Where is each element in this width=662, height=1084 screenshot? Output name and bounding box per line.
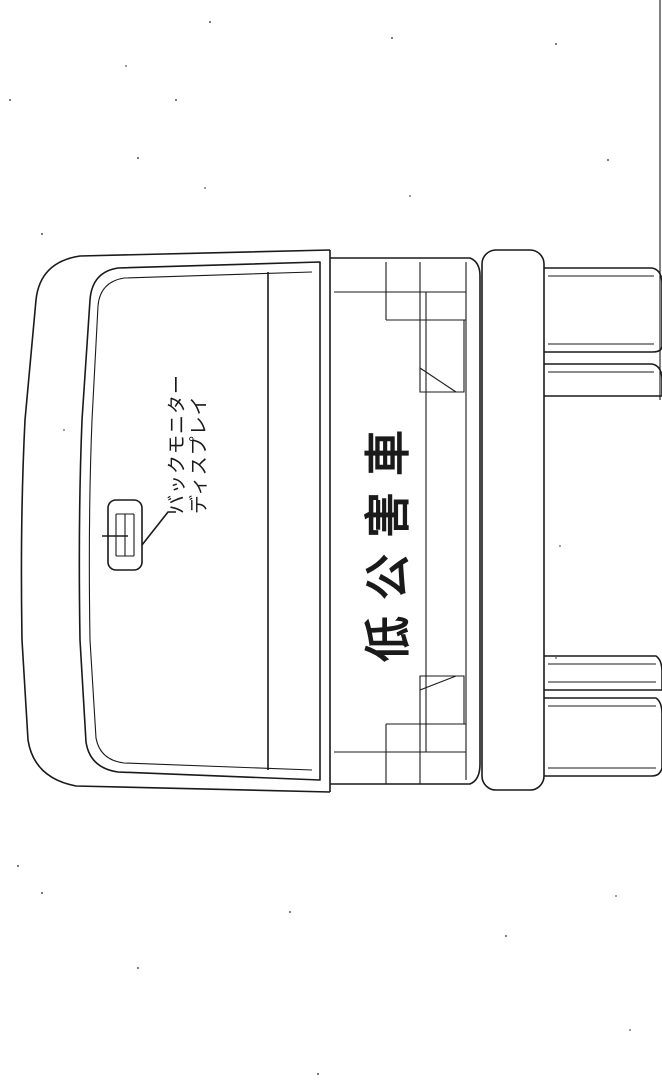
rear-window-inner	[88, 271, 313, 771]
callout-label-line1: バックモニター	[166, 374, 188, 514]
callout-label-line2: ディスプレイ	[188, 395, 210, 514]
rear-bumper	[481, 249, 545, 791]
back-monitor-display	[102, 499, 143, 571]
lower-body-panel	[330, 257, 481, 785]
low-emission-vehicle-plate-text: 低公害車	[361, 414, 415, 662]
tire-right-inner	[544, 697, 662, 777]
vehicle-body-outline	[20, 249, 331, 793]
scan-specks	[9, 21, 631, 1075]
tire-left-outer	[544, 363, 662, 397]
tire-right-outer	[544, 655, 662, 691]
rear-window-outer	[78, 261, 321, 781]
rear-lamp-left	[385, 262, 466, 393]
tire-left-inner	[544, 267, 662, 353]
rear-lamp-right	[385, 675, 466, 784]
callout-leader-line	[141, 511, 176, 546]
